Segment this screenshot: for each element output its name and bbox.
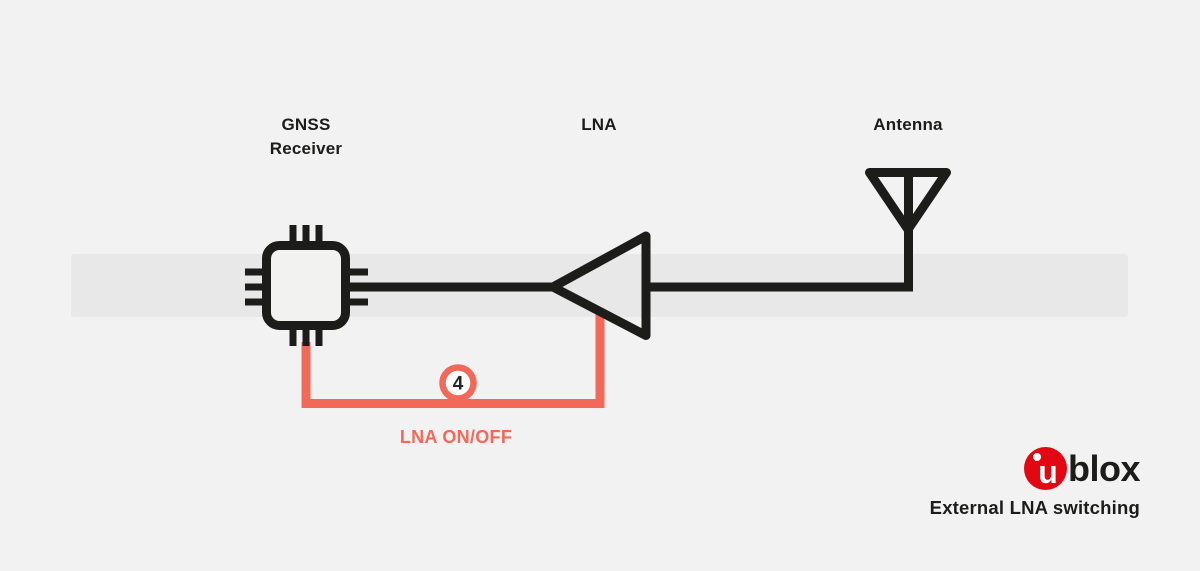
chip-body bbox=[262, 241, 350, 330]
callout-4-number: 4 bbox=[453, 374, 464, 395]
lna-onoff-label: LNA ON/OFF bbox=[399, 427, 513, 447]
ublox-logo-mark: u bbox=[1023, 447, 1067, 490]
ublox-logo-word: blox bbox=[1067, 448, 1141, 489]
ublox-logo: u blox bbox=[1023, 447, 1141, 490]
gnss-receiver-chip-icon bbox=[245, 225, 368, 346]
ublox-logo-dot-icon bbox=[1032, 453, 1041, 461]
gnss-receiver-label: GNSS Receiver bbox=[226, 113, 386, 161]
lna-label: LNA bbox=[581, 115, 617, 134]
rf-line-lna-to-antenna bbox=[646, 172, 913, 292]
callout-4-badge bbox=[439, 364, 477, 402]
ublox-logo-u: u bbox=[1038, 454, 1058, 490]
diagram-caption: External LNA switching bbox=[929, 497, 1140, 518]
gnss-receiver-label-line2: Receiver bbox=[269, 139, 343, 158]
antenna-label: Antenna bbox=[873, 115, 943, 134]
lna-control-line bbox=[301, 311, 605, 408]
gnss-receiver-label-line1: GNSS bbox=[281, 115, 331, 134]
ublox-branding: u blox External LNA switching bbox=[929, 447, 1141, 519]
antenna-icon bbox=[865, 168, 951, 234]
